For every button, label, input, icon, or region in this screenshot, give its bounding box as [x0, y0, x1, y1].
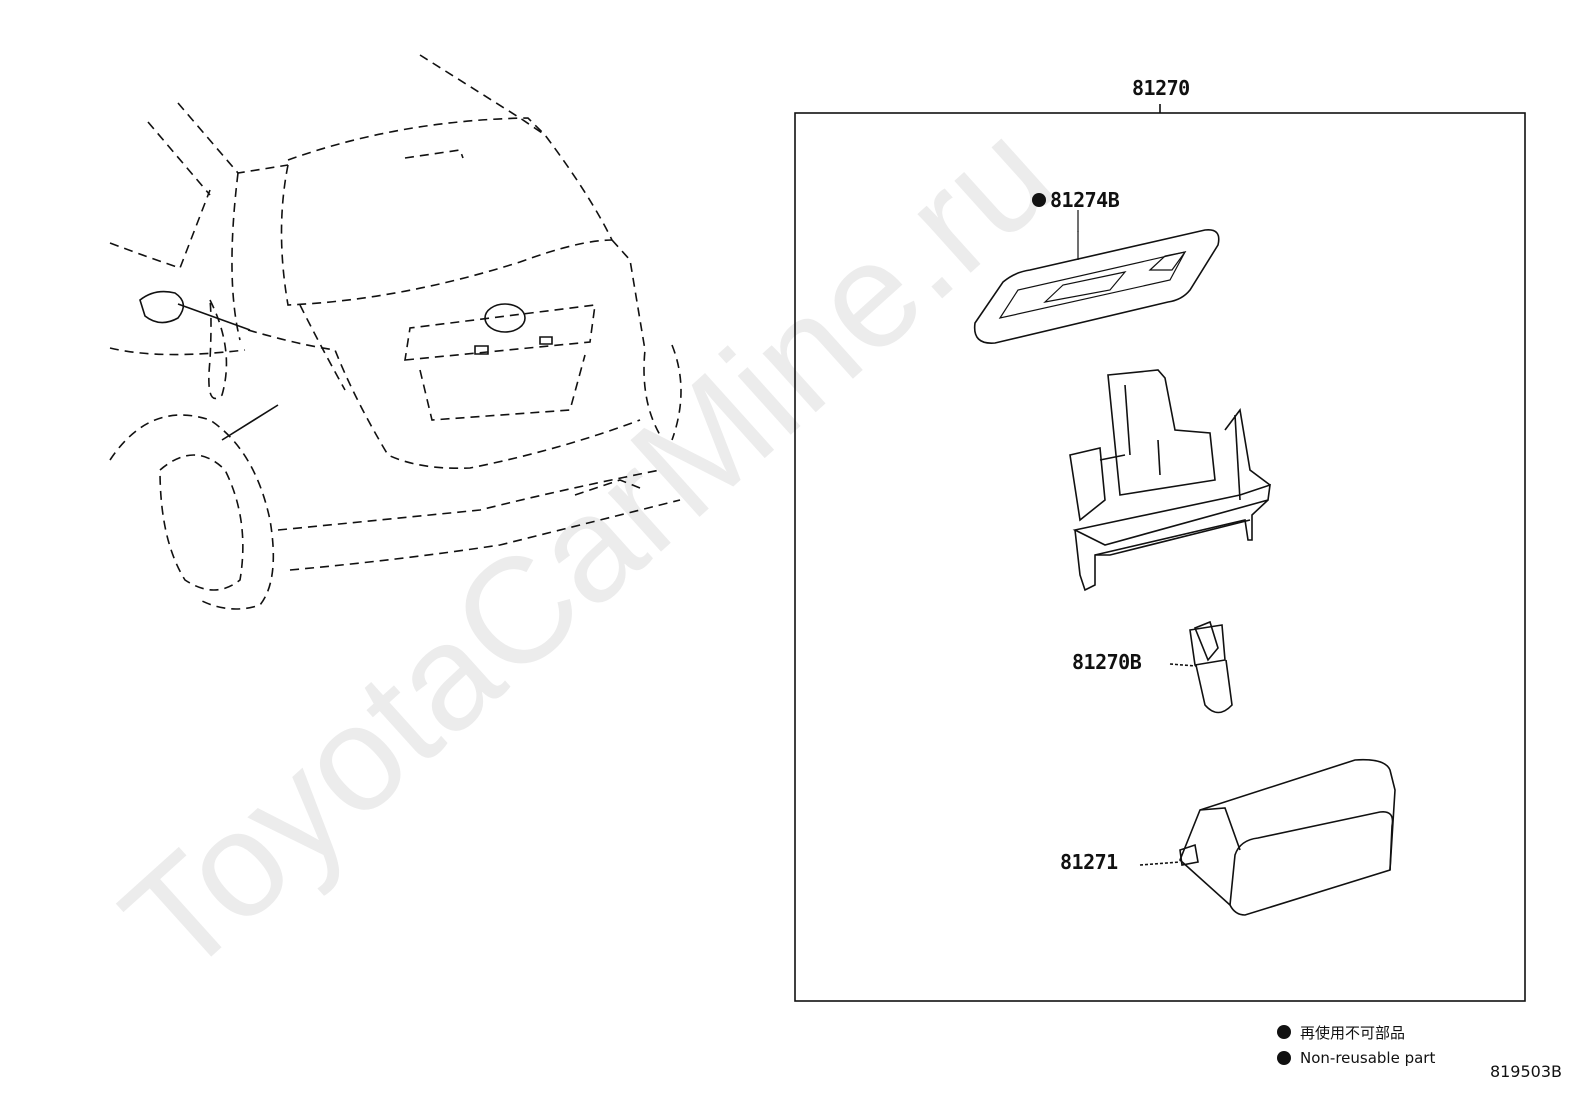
assembly-frame: [794, 112, 1526, 1002]
label-81274b: 81274B: [1050, 188, 1120, 212]
label-81270: 81270: [1132, 76, 1190, 100]
legend-japanese: 再使用不可部品: [1300, 1024, 1406, 1042]
label-81271: 81271: [1060, 850, 1118, 874]
label-81270b: 81270B: [1072, 650, 1142, 674]
legend-english: Non-reusable part: [1300, 1049, 1436, 1067]
gasket-drawing: [973, 228, 1220, 344]
bulb-drawing: [1169, 620, 1233, 714]
car-rear-illustration: [109, 54, 682, 610]
lamp-housing-drawing: [1069, 369, 1271, 592]
car-solid-details: [139, 290, 553, 441]
diagram-id: 819503B: [1489, 1062, 1562, 1081]
lens-drawing: [1139, 758, 1396, 916]
